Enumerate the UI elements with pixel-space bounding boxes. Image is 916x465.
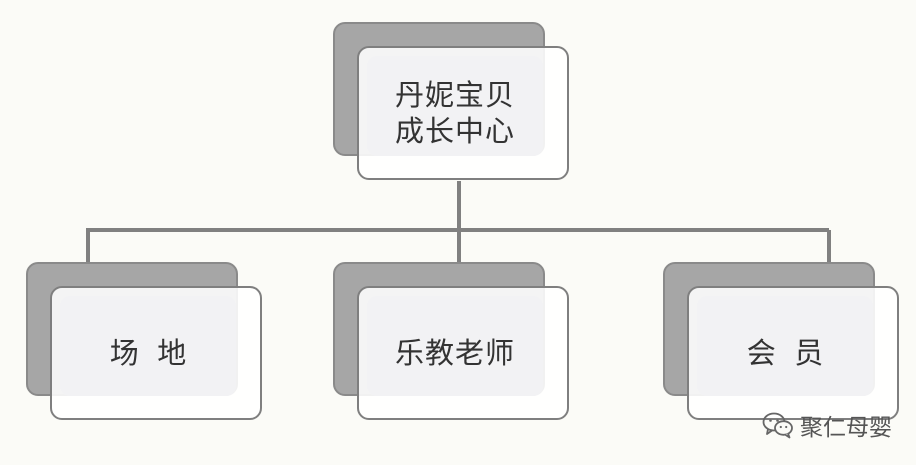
root-node-label: 丹妮宝贝 成长中心: [357, 46, 569, 180]
root-node-label-line2: 成长中心: [394, 114, 515, 148]
root-node-card-highlight: [367, 56, 543, 156]
child-node-teachers-card: [357, 286, 569, 420]
child-node-members-card-highlight: [697, 296, 873, 396]
wechat-icon: [762, 412, 793, 439]
child-node-members-card: [687, 286, 899, 420]
watermark: 聚仁母婴: [762, 410, 892, 441]
child-node-teachers-card-highlight: [367, 296, 543, 396]
child-node-venue-label: 场 地: [50, 286, 262, 420]
watermark-text: 聚仁母婴: [800, 415, 892, 441]
child-node-teachers-label: 乐教老师: [357, 286, 569, 420]
child-node-venue-card-highlight: [60, 296, 236, 396]
root-node-label-line1: 丹妮宝贝: [394, 78, 515, 112]
child-node-venue-text: 场 地: [109, 336, 187, 370]
root-node-card: [357, 46, 569, 180]
child-node-teachers-text: 乐教老师: [394, 336, 515, 370]
child-node-members-text: 会 员: [746, 336, 824, 370]
child-node-venue-card: [50, 286, 262, 420]
child-node-members-label: 会 员: [687, 286, 899, 420]
